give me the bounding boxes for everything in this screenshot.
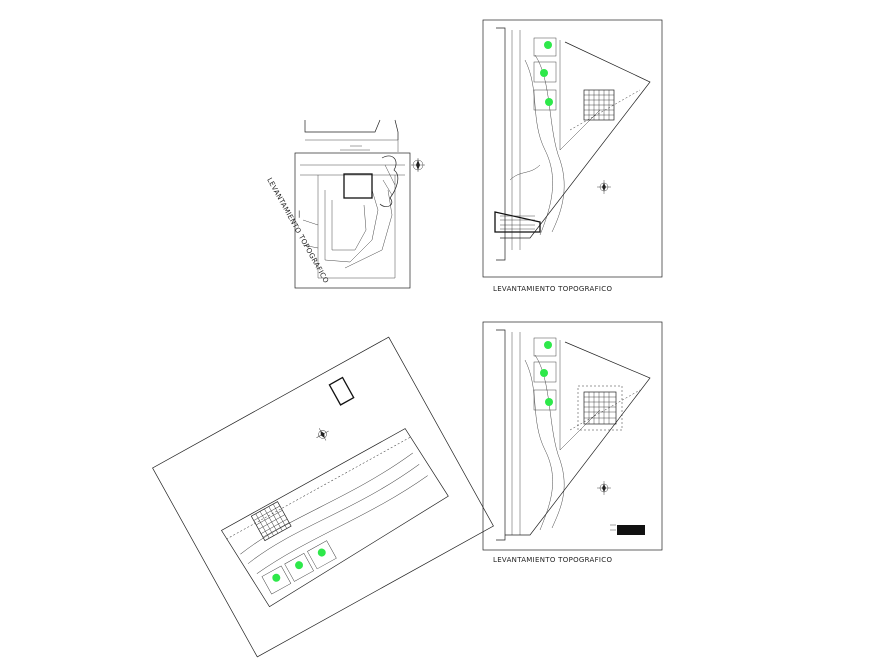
- topo-sheet-top: LEVANTAMIENTO TOPOGRAFICO: [482, 19, 663, 293]
- sheet-caption: LEVANTAMIENTO TOPOGRAFICO: [265, 176, 330, 284]
- topo-sheet-bottom: LEVANTAMIENTO TOPOGRAFICO: [482, 321, 663, 564]
- tree-symbol-icon: [545, 98, 553, 106]
- site-plan-sheet: |: [294, 119, 425, 289]
- legend-table: [494, 211, 541, 233]
- sheet-caption: LEVANTAMIENTO TOPOGRAFICO: [493, 285, 612, 293]
- legend-table: [328, 376, 355, 406]
- tree-symbol-icon: [295, 561, 304, 570]
- north-arrow-icon: [597, 481, 611, 495]
- tree-symbol-icon: [540, 369, 548, 377]
- topo-sheet-rotated: LEVANTAMIENTO TOPOGRAFICO: [152, 176, 494, 658]
- tree-symbol-icon: [544, 41, 552, 49]
- building-grid: [583, 89, 615, 121]
- north-arrow-icon: [597, 180, 611, 194]
- legend-table: [610, 524, 645, 535]
- tree-symbol-icon: [544, 341, 552, 349]
- tree-symbol-icon: [540, 69, 548, 77]
- building-grid: [577, 385, 623, 431]
- tree-symbol-icon: [272, 573, 281, 582]
- tree-symbol-icon: [545, 398, 553, 406]
- building-grid: [250, 501, 292, 542]
- building-footprint: [343, 173, 373, 199]
- north-arrow-icon: [411, 158, 425, 172]
- north-arrow-icon: [316, 428, 329, 441]
- sheet-caption: LEVANTAMIENTO TOPOGRAFICO: [493, 556, 612, 564]
- tree-symbol-icon: [317, 548, 326, 557]
- svg-text:|: |: [298, 210, 301, 218]
